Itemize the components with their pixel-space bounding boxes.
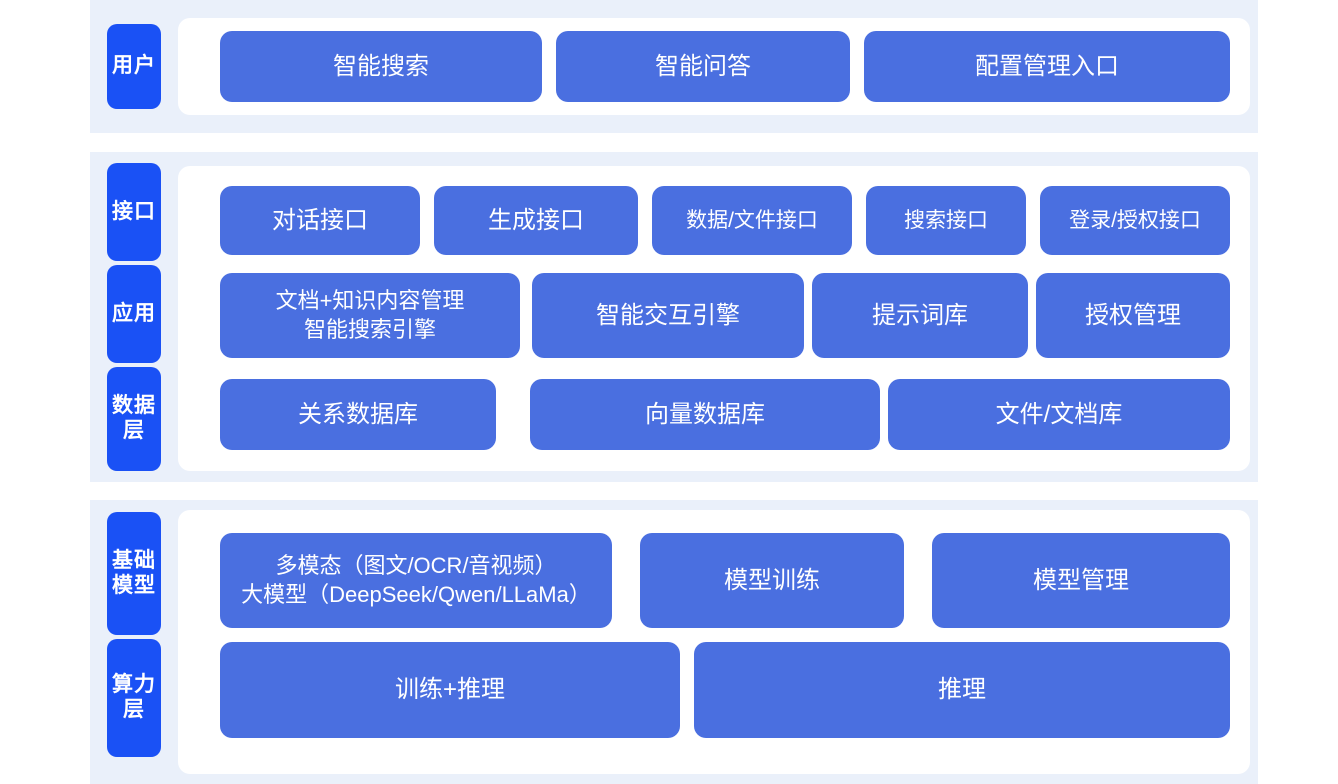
side-tab-user-label: 用户 [112, 54, 156, 78]
chip-multimodal-large-model[interactable]: 多模态（图文/OCR/音视频） 大模型（DeepSeek/Qwen/LLaMa） [220, 533, 612, 628]
chip-data-file-api[interactable]: 数据/文件接口 [652, 186, 852, 255]
chip-vector-database[interactable]: 向量数据库 [530, 379, 880, 450]
chip-generation-api[interactable]: 生成接口 [434, 186, 638, 255]
side-tab-interface-label: 接口 [112, 199, 156, 223]
side-tab-compute[interactable]: 算力层 [107, 639, 161, 757]
chip-training-inference[interactable]: 训练+推理 [220, 642, 680, 738]
side-tab-application-label: 应用 [112, 301, 156, 325]
side-tab-interface[interactable]: 接口 [107, 163, 161, 261]
chip-config-management-entry[interactable]: 配置管理入口 [864, 31, 1230, 102]
chip-login-auth-api[interactable]: 登录/授权接口 [1040, 186, 1230, 255]
chip-relational-database[interactable]: 关系数据库 [220, 379, 496, 450]
chip-search-api[interactable]: 搜索接口 [866, 186, 1026, 255]
chip-doc-knowledge-line2: 智能搜索引擎 [303, 316, 436, 342]
chip-inference[interactable]: 推理 [694, 642, 1230, 738]
side-tab-data[interactable]: 数据层 [107, 367, 161, 471]
side-tab-data-label: 数据层 [112, 394, 156, 442]
chip-file-document-store[interactable]: 文件/文档库 [888, 379, 1230, 450]
side-tab-base-model-label: 基础模型 [112, 548, 156, 597]
chip-smart-qa[interactable]: 智能问答 [556, 31, 850, 102]
chip-authorization-management[interactable]: 授权管理 [1036, 273, 1230, 358]
chip-smart-search[interactable]: 智能搜索 [220, 31, 542, 102]
side-tab-base-model[interactable]: 基础模型 [107, 512, 161, 635]
chip-prompt-library[interactable]: 提示词库 [812, 273, 1028, 358]
side-tab-application[interactable]: 应用 [107, 265, 161, 363]
side-tab-compute-label: 算力层 [112, 673, 156, 721]
chip-dialog-api[interactable]: 对话接口 [220, 186, 420, 255]
chip-model-training[interactable]: 模型训练 [640, 533, 904, 628]
chip-multimodal-line2: 大模型（DeepSeek/Qwen/LLaMa） [241, 581, 591, 607]
chip-smart-interaction-engine[interactable]: 智能交互引擎 [532, 273, 804, 358]
chip-doc-knowledge-line1: 文档+知识内容管理 [275, 287, 465, 313]
side-tab-user[interactable]: 用户 [107, 24, 161, 109]
chip-document-knowledge-management[interactable]: 文档+知识内容管理 智能搜索引擎 [220, 273, 520, 358]
chip-model-management[interactable]: 模型管理 [932, 533, 1230, 628]
chip-multimodal-line1: 多模态（图文/OCR/音视频） [275, 552, 557, 578]
